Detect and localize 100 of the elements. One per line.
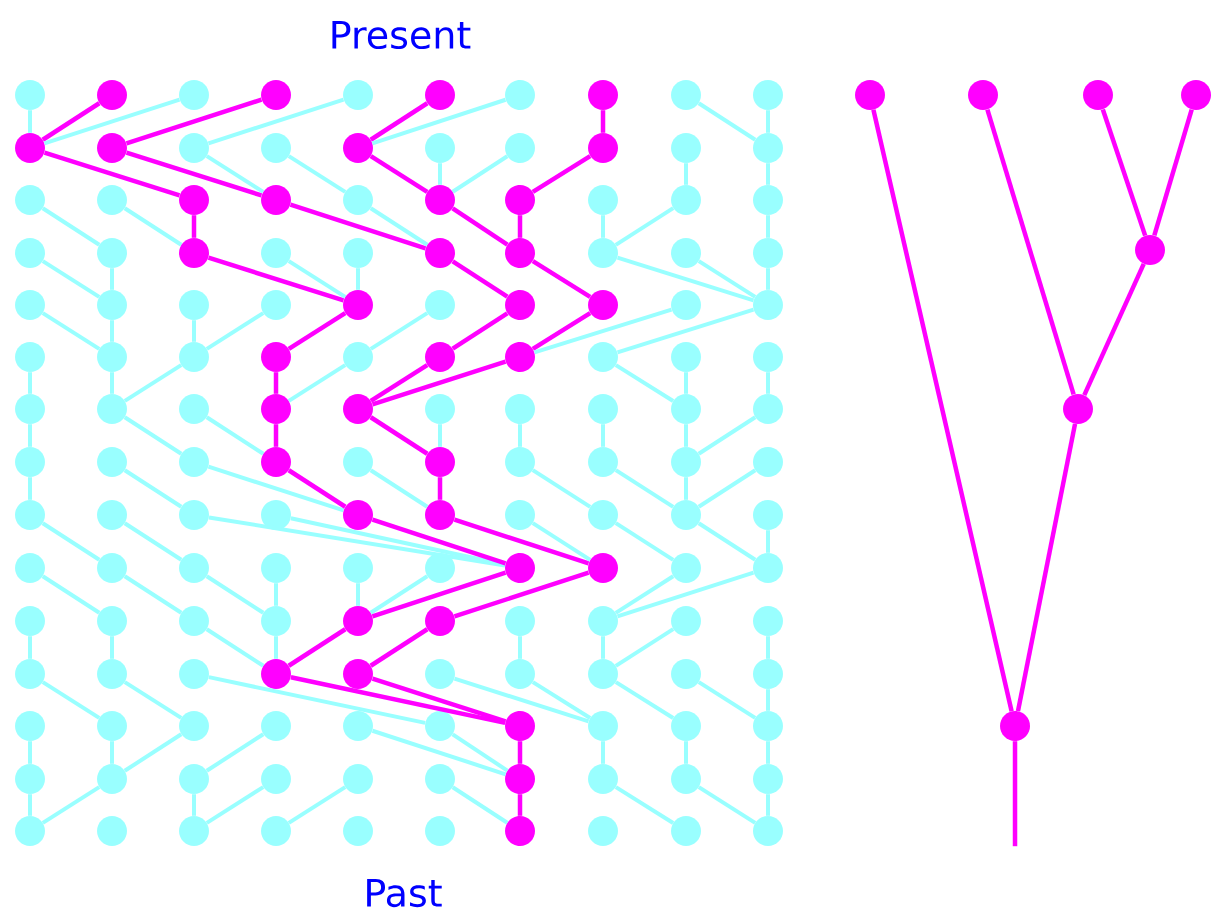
branch-line <box>205 732 265 773</box>
branch-line <box>41 259 101 299</box>
branch-line <box>531 468 592 509</box>
branch-line <box>766 741 770 764</box>
dot <box>588 185 618 215</box>
dot <box>261 80 291 110</box>
branch-line <box>273 372 279 394</box>
dot <box>261 394 291 424</box>
dot <box>671 447 701 477</box>
branch-line <box>205 415 265 456</box>
branch-line <box>451 785 509 825</box>
dot <box>505 816 535 846</box>
dot <box>588 606 618 636</box>
dot <box>97 500 127 530</box>
dot <box>343 238 373 268</box>
dot <box>97 816 127 846</box>
branch-line <box>369 415 429 456</box>
dot <box>505 133 535 163</box>
dot <box>505 238 535 268</box>
dot <box>505 80 535 110</box>
branch-line <box>766 794 770 816</box>
dot <box>425 711 455 741</box>
dot <box>97 764 127 794</box>
dot <box>855 80 885 110</box>
dot <box>97 711 127 741</box>
dot <box>15 816 45 846</box>
branch-line <box>123 468 183 509</box>
dot <box>15 553 45 583</box>
branch-line <box>697 680 757 720</box>
branch-line <box>451 154 509 194</box>
branch-line <box>601 636 605 659</box>
dot <box>15 342 45 372</box>
branch-line <box>614 363 675 403</box>
dot <box>425 133 455 163</box>
branch-line <box>697 101 757 142</box>
dot <box>15 133 45 163</box>
branch-line <box>205 154 265 194</box>
dot <box>179 711 209 741</box>
dot <box>671 133 701 163</box>
branch-line <box>531 259 592 299</box>
branch-line <box>207 97 345 146</box>
dot <box>588 342 618 372</box>
branch-line <box>369 206 429 247</box>
branch-line <box>287 363 347 403</box>
branch-line <box>697 259 757 299</box>
branch-line <box>601 215 605 238</box>
dot <box>671 290 701 320</box>
dot <box>425 342 455 372</box>
dot <box>505 606 535 636</box>
dot <box>753 80 783 110</box>
branch-line <box>205 311 265 351</box>
branch-line <box>616 570 755 619</box>
branch-line <box>371 517 507 566</box>
branch-line <box>28 110 32 133</box>
branch-line <box>287 259 347 299</box>
branch-line <box>356 583 360 606</box>
dot <box>588 133 618 163</box>
branch-line <box>192 794 196 816</box>
dot <box>1083 80 1113 110</box>
dot <box>15 238 45 268</box>
dot <box>179 606 209 636</box>
dot <box>1000 711 1030 741</box>
branch-line <box>518 424 522 447</box>
branch-line <box>369 468 429 509</box>
dot <box>753 659 783 689</box>
dot <box>343 394 373 424</box>
branch-line <box>371 97 507 146</box>
dot <box>261 764 291 794</box>
dot <box>753 606 783 636</box>
dot <box>968 80 998 110</box>
branch-line <box>123 574 183 615</box>
branch-line <box>123 415 183 456</box>
branch-line <box>437 477 443 500</box>
dot <box>343 606 373 636</box>
branch-line <box>274 636 278 659</box>
dot <box>261 238 291 268</box>
dot <box>15 447 45 477</box>
branch-line <box>208 515 506 568</box>
dot <box>179 238 209 268</box>
dot <box>588 553 618 583</box>
dot <box>97 342 127 372</box>
dot <box>753 447 783 477</box>
dot <box>505 185 535 215</box>
branch-line <box>451 732 509 773</box>
dot <box>425 764 455 794</box>
dot <box>505 500 535 530</box>
dot <box>753 816 783 846</box>
dot <box>179 394 209 424</box>
branch-line <box>28 372 32 394</box>
branch-line <box>766 636 770 659</box>
branch-line <box>41 101 101 142</box>
branch-line <box>766 268 770 290</box>
dot <box>97 447 127 477</box>
dot <box>671 238 701 268</box>
branch-line <box>369 363 429 403</box>
dot <box>343 342 373 372</box>
branch-line <box>684 741 688 764</box>
dot <box>97 80 127 110</box>
branch-line <box>28 424 32 447</box>
dot <box>753 711 783 741</box>
